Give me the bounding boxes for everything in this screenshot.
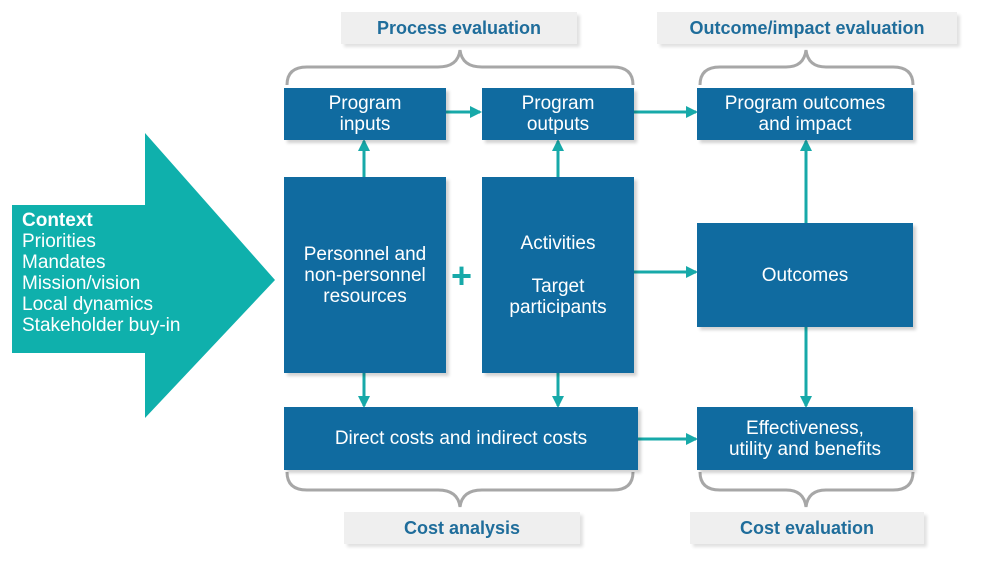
brace-outcome-evaluation [698, 49, 915, 86]
node-line: Personnel and [303, 243, 427, 265]
node-line: Program outcomes [724, 93, 886, 114]
node-line: Program [328, 93, 402, 114]
node-line: inputs [339, 114, 391, 135]
program-outputs-node: Program outputs [482, 88, 634, 140]
outcome-impact-evaluation-label: Outcome/impact evaluation [657, 12, 957, 44]
context-title: Context [22, 210, 93, 231]
brace-cost-evaluation [698, 471, 915, 508]
context-item: Priorities [22, 231, 96, 252]
context-text: Context Priorities Mandates Mission/visi… [22, 210, 180, 336]
context-item: Stakeholder buy-in [22, 315, 181, 336]
node-line: and impact [758, 114, 852, 135]
node-line: Direct costs and indirect costs [334, 428, 588, 449]
node-line: resources [323, 285, 407, 307]
node-line: Target [531, 275, 585, 297]
effectiveness-node: Effectiveness, utility and benefits [697, 407, 913, 470]
node-line: non-personnel [304, 264, 426, 286]
node-line: outputs [526, 114, 590, 135]
node-line: Program [521, 93, 595, 114]
cost-analysis-label: Cost analysis [344, 512, 580, 544]
node-line: Effectiveness, [746, 417, 864, 439]
outcomes-node: Outcomes [697, 223, 913, 327]
activities-participants-node: Activities Target participants [482, 177, 634, 373]
resources-node: Personnel and non-personnel resources [284, 177, 446, 373]
process-evaluation-label: Process evaluation [341, 12, 577, 44]
brace-process-evaluation [285, 49, 635, 86]
node-line: utility and benefits [728, 438, 882, 460]
context-item: Local dynamics [22, 294, 153, 315]
plus-icon: + [451, 255, 473, 296]
cost-evaluation-label: Cost evaluation [690, 512, 924, 544]
context-item: Mandates [22, 252, 106, 273]
node-line: participants [509, 296, 607, 318]
program-inputs-node: Program inputs [284, 88, 446, 140]
costs-node: Direct costs and indirect costs [284, 407, 638, 470]
context-arrow [12, 133, 275, 418]
node-line: Outcomes [761, 264, 849, 286]
activities-label: Activities [520, 232, 596, 254]
context-item: Mission/vision [22, 273, 141, 294]
brace-cost-analysis [285, 471, 635, 508]
program-outcomes-impact-node: Program outcomes and impact [697, 88, 913, 140]
